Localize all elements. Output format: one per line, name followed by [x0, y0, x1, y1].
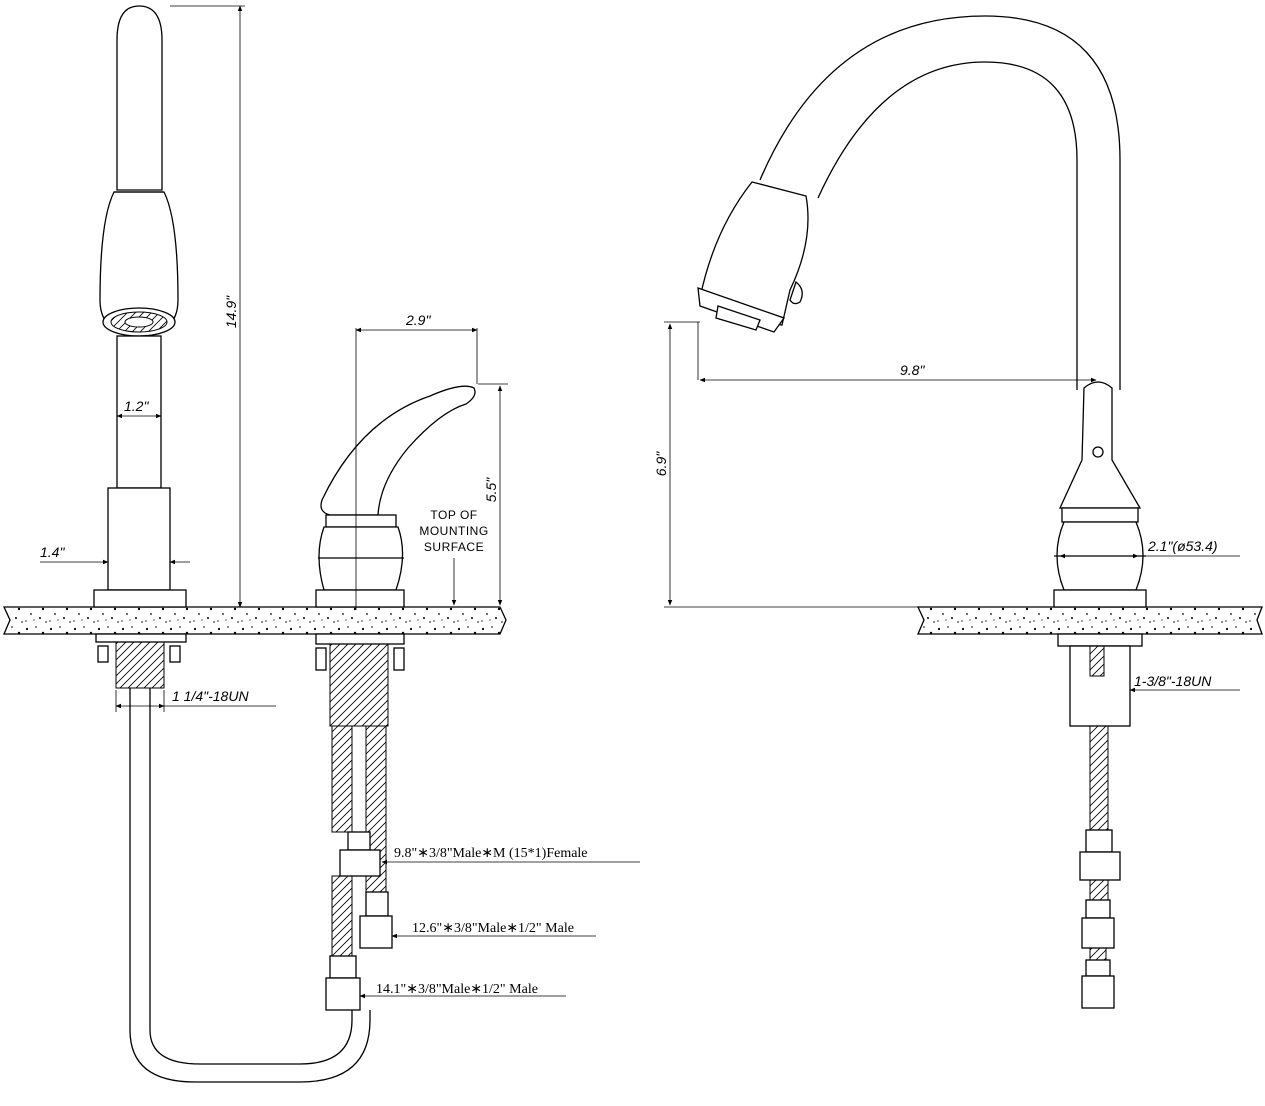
gooseneck-spout	[697, 15, 1147, 608]
handle-body	[315, 385, 476, 608]
hose-c-spec: 14.1"∗3/8"Male∗1/2" Male	[376, 982, 538, 997]
hose-b-spec: 12.6"∗3/8"Male∗1/2" Male	[412, 921, 574, 936]
mounting-note-line2: MOUNTING	[419, 524, 488, 538]
dim-base-width: 1.4"	[40, 544, 65, 560]
mounting-note-line1: TOP OF	[430, 508, 477, 522]
side-view: 9.8" 6.9" 2.1"(ø53.4) 1-3/8"-18UN	[653, 15, 1263, 1009]
dim-spout-clearance: 6.9"	[653, 451, 669, 476]
dim-body-diameter: 2.1"(ø53.4)	[1147, 538, 1218, 554]
pulldown-spout	[93, 5, 187, 608]
dim-handle-height: 5.5"	[483, 477, 499, 502]
thread-body-shank: 1-3/8"-18UN	[1134, 673, 1212, 689]
dim-handle-length: 2.9"	[405, 312, 431, 328]
body-shank-hoses	[315, 633, 405, 1011]
side-shank-hoses	[1057, 633, 1143, 1009]
thread-spout-shank: 1 1/4"-18UN	[172, 688, 249, 704]
hose-a-spec: 9.8"∗3/8"Male∗M (15*1)Female	[394, 846, 588, 861]
front-view: 14.9" 1.2" 1.4" 2.9" 5.5" TOP OF MOUNTIN…	[2, 5, 640, 1083]
spout-shank	[95, 633, 371, 1083]
dim-spout-diameter: 1.2"	[124, 398, 149, 414]
countertop-left	[2, 606, 507, 635]
countertop-right	[916, 606, 1263, 635]
dim-overall-height: 14.9"	[223, 295, 239, 328]
mounting-note-line3: SURFACE	[424, 540, 484, 554]
dim-reach: 9.8"	[900, 362, 925, 378]
